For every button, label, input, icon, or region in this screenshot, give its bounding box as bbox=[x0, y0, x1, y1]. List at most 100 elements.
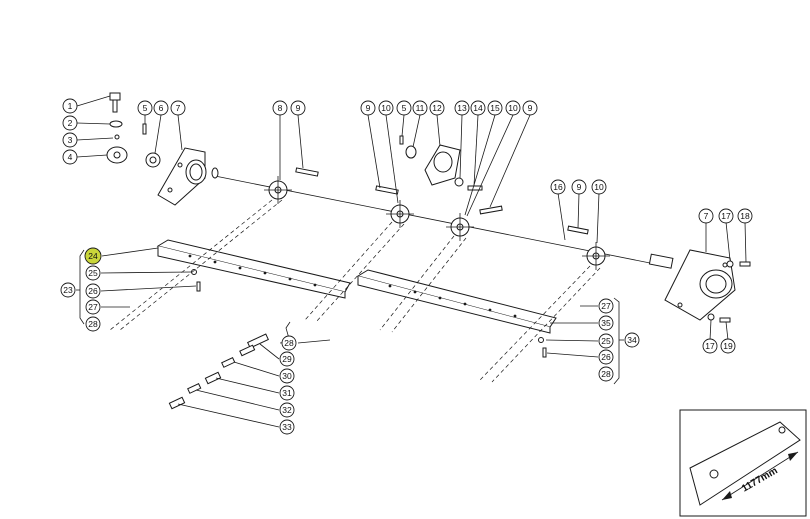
callout-27[interactable]: 27 bbox=[85, 299, 101, 315]
callout-34[interactable]: 34 bbox=[624, 332, 640, 348]
callout-3[interactable]: 3 bbox=[62, 132, 78, 148]
callout-15[interactable]: 15 bbox=[487, 100, 503, 116]
callout-13[interactable]: 13 bbox=[454, 100, 470, 116]
callout-7[interactable]: 7 bbox=[698, 208, 714, 224]
key-9b bbox=[375, 185, 399, 195]
callout-17[interactable]: 17 bbox=[718, 208, 734, 224]
callout-2[interactable]: 2 bbox=[62, 115, 78, 131]
key-9c bbox=[479, 205, 503, 215]
center-bearing bbox=[399, 135, 483, 191]
callout-5[interactable]: 5 bbox=[137, 100, 153, 116]
callouts: 1 2 3 4 5 6 7 8 9 9 10 5 11 12 13 14 15 … bbox=[60, 98, 753, 435]
inset-slat-shape bbox=[689, 421, 801, 506]
svg-text:15: 15 bbox=[490, 103, 500, 113]
bolt-nut-stack bbox=[106, 92, 161, 168]
callout-32[interactable]: 32 bbox=[279, 402, 295, 418]
svg-text:1: 1 bbox=[68, 101, 73, 111]
callout-5[interactable]: 5 bbox=[396, 100, 412, 116]
callout-1[interactable]: 1 bbox=[62, 98, 78, 114]
callout-28[interactable]: 28 bbox=[598, 366, 614, 382]
callout-10[interactable]: 10 bbox=[591, 179, 607, 195]
callout-18[interactable]: 18 bbox=[737, 208, 753, 224]
svg-text:9: 9 bbox=[366, 103, 371, 113]
svg-text:28: 28 bbox=[601, 369, 611, 379]
sprocket-1 bbox=[264, 176, 292, 204]
main-shaft bbox=[211, 167, 674, 269]
callout-35[interactable]: 35 bbox=[598, 315, 614, 331]
svg-text:16: 16 bbox=[553, 182, 563, 192]
callout-23[interactable]: 23 bbox=[60, 282, 76, 298]
svg-text:11: 11 bbox=[416, 103, 425, 113]
callout-4[interactable]: 4 bbox=[62, 149, 78, 165]
callout-28[interactable]: 28 bbox=[85, 316, 101, 332]
svg-text:27: 27 bbox=[601, 301, 611, 311]
svg-text:8: 8 bbox=[278, 103, 283, 113]
bolt-26b bbox=[542, 347, 547, 358]
callout-9[interactable]: 9 bbox=[360, 100, 376, 116]
sprocket-4 bbox=[582, 242, 610, 270]
svg-text:17: 17 bbox=[705, 341, 715, 351]
sprocket-2 bbox=[386, 200, 414, 228]
callout-25[interactable]: 25 bbox=[85, 265, 101, 281]
callout-24[interactable]: 24 bbox=[84, 247, 102, 265]
bolt-25a bbox=[191, 269, 197, 275]
callout-14[interactable]: 14 bbox=[470, 100, 486, 116]
svg-text:28: 28 bbox=[88, 319, 98, 329]
callout-26[interactable]: 26 bbox=[598, 349, 614, 365]
svg-text:12: 12 bbox=[432, 103, 442, 113]
callout-27[interactable]: 27 bbox=[598, 298, 614, 314]
callout-31[interactable]: 31 bbox=[279, 385, 295, 401]
callout-17[interactable]: 17 bbox=[702, 338, 718, 354]
callout-29[interactable]: 29 bbox=[279, 351, 295, 367]
svg-text:9: 9 bbox=[296, 103, 301, 113]
inset-hole-right bbox=[778, 426, 786, 434]
parts-drawing bbox=[106, 92, 751, 410]
callout-33[interactable]: 33 bbox=[279, 419, 295, 435]
svg-text:26: 26 bbox=[601, 352, 611, 362]
svg-text:10: 10 bbox=[594, 182, 604, 192]
callout-9[interactable]: 9 bbox=[522, 100, 538, 116]
svg-text:35: 35 bbox=[601, 318, 611, 328]
left-bearing-flange bbox=[157, 147, 207, 206]
bolt-26a bbox=[196, 281, 201, 292]
callout-6[interactable]: 6 bbox=[153, 100, 169, 116]
callout-11[interactable]: 11 bbox=[412, 100, 428, 116]
svg-text:6: 6 bbox=[159, 103, 164, 113]
svg-text:18: 18 bbox=[740, 211, 750, 221]
svg-text:25: 25 bbox=[88, 268, 98, 278]
callout-16[interactable]: 16 bbox=[550, 179, 566, 195]
svg-text:3: 3 bbox=[68, 135, 73, 145]
callout-26[interactable]: 26 bbox=[85, 283, 101, 299]
svg-text:27: 27 bbox=[88, 302, 98, 312]
callout-12[interactable]: 12 bbox=[429, 100, 445, 116]
svg-text:28: 28 bbox=[284, 338, 294, 348]
slat-right bbox=[356, 269, 557, 334]
callout-25[interactable]: 25 bbox=[598, 333, 614, 349]
callout-9[interactable]: 9 bbox=[571, 179, 587, 195]
key-9d bbox=[567, 225, 589, 235]
svg-text:30: 30 bbox=[282, 371, 292, 381]
svg-text:9: 9 bbox=[528, 103, 533, 113]
callout-8[interactable]: 8 bbox=[272, 100, 288, 116]
callout-10[interactable]: 10 bbox=[505, 100, 521, 116]
svg-text:34: 34 bbox=[627, 335, 637, 345]
svg-text:5: 5 bbox=[402, 103, 407, 113]
callout-7[interactable]: 7 bbox=[170, 100, 186, 116]
svg-text:33: 33 bbox=[282, 422, 292, 432]
callout-30[interactable]: 30 bbox=[279, 368, 295, 384]
callout-19[interactable]: 19 bbox=[720, 338, 736, 354]
svg-text:7: 7 bbox=[176, 103, 181, 113]
callout-9[interactable]: 9 bbox=[290, 100, 306, 116]
phantom-lines bbox=[109, 199, 601, 383]
svg-text:23: 23 bbox=[63, 285, 73, 295]
svg-text:5: 5 bbox=[143, 103, 148, 113]
bolt-25b bbox=[538, 337, 544, 343]
svg-text:17: 17 bbox=[721, 211, 731, 221]
sprocket-3 bbox=[446, 213, 474, 241]
callout-28[interactable]: 28 bbox=[281, 335, 297, 351]
svg-text:29: 29 bbox=[282, 354, 292, 364]
slat-left bbox=[156, 239, 351, 299]
svg-text:4: 4 bbox=[68, 152, 73, 162]
callout-10[interactable]: 10 bbox=[378, 100, 394, 116]
